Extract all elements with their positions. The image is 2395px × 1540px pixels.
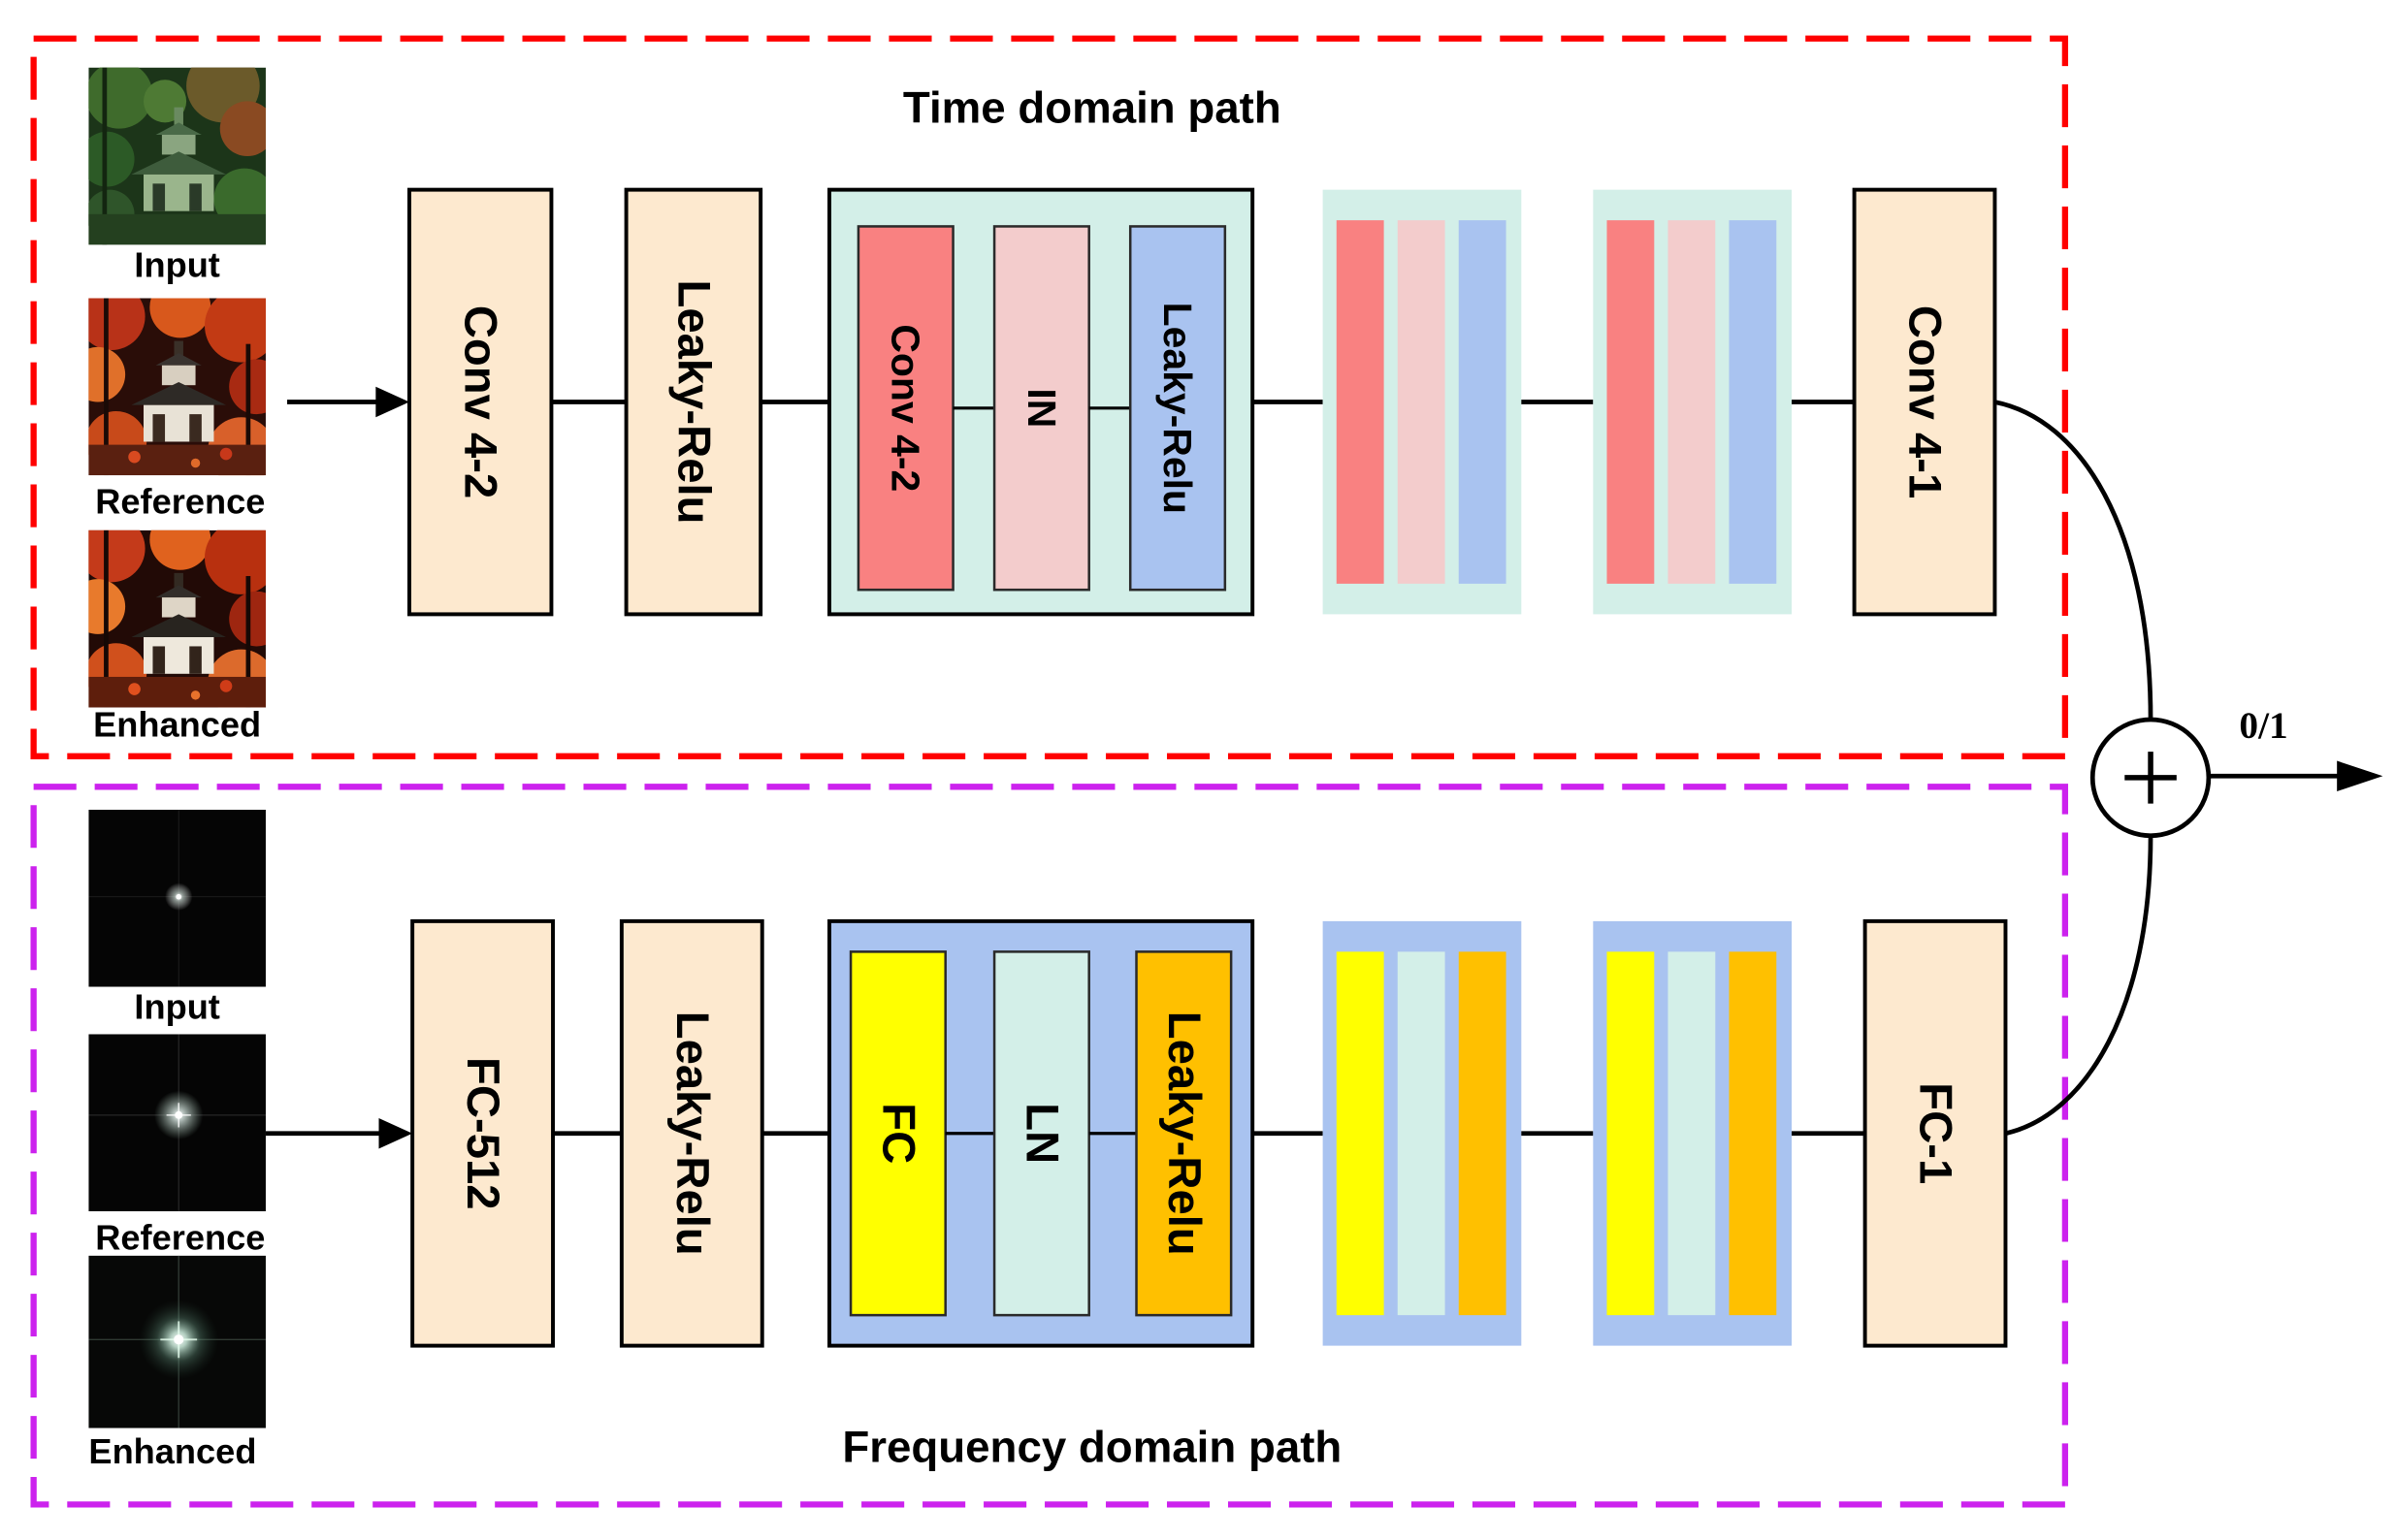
time-last-layer: Conv 4-1	[1852, 187, 1997, 617]
time-path-border	[30, 35, 2069, 759]
time-block-activation	[1128, 225, 1227, 592]
time-reference-image	[88, 298, 266, 476]
frequency-compact-block	[1593, 920, 1793, 1346]
time-compact-conv-strip	[1336, 220, 1384, 584]
time-compact-block	[1322, 189, 1522, 615]
time-reference-label: Reference	[95, 481, 265, 521]
frequency-block-norm	[992, 950, 1090, 1317]
time-input-arrow	[287, 386, 409, 418]
time-enhanced-image	[88, 529, 266, 708]
frequency-enhanced-spectrum-image	[88, 1255, 266, 1428]
time-last-layer-label: Conv 4-1	[1899, 305, 1951, 498]
frequency-compact-norm-strip	[1667, 951, 1716, 1316]
time-compact-activation-strip	[1729, 220, 1777, 584]
time-first-layer: Conv 4-2	[407, 187, 554, 617]
frequency-compact-fc-strip	[1336, 951, 1384, 1316]
frequency-activation-label: Leaky-Relu	[666, 1011, 718, 1256]
frequency-domain-path: Frequency domain path Input Reference	[30, 784, 2069, 1508]
frequency-input-label: Input	[134, 987, 219, 1027]
time-block-norm-label: IN	[1019, 388, 1064, 428]
frequency-first-layer: FC-512	[410, 918, 555, 1348]
frequency-block-activation	[1135, 950, 1233, 1317]
frequency-path-border	[30, 784, 2069, 1508]
frequency-enhanced-label: Enhanced	[88, 1431, 256, 1471]
frequency-block-fc	[849, 950, 947, 1317]
time-block-activation-label: Leaky-Relu	[1155, 303, 1200, 514]
sum-operator	[2089, 717, 2212, 839]
merge-section: 0/1	[1993, 400, 2383, 1137]
frequency-compact-fc-strip	[1606, 951, 1655, 1316]
frequency-last-layer-label: FC-1	[1910, 1082, 1961, 1184]
frequency-block-fc-label: FC	[872, 1103, 923, 1164]
time-compact-conv-strip	[1606, 220, 1655, 584]
time-detailed-block: Conv 4-2 IN Leaky-Relu	[827, 187, 1255, 617]
frequency-block-norm-label: LN	[1016, 1103, 1067, 1164]
time-domain-path: Time domain path Input	[30, 35, 2069, 759]
time-block-conv-label: Conv 4-2	[884, 324, 928, 492]
merge-curve-frequency	[2004, 835, 2153, 1137]
time-input-label: Input	[134, 244, 219, 284]
frequency-detailed-block: FC LN Leaky-Relu	[827, 918, 1255, 1348]
output-arrow	[2208, 760, 2383, 792]
time-compact-norm-strip	[1667, 220, 1716, 584]
time-input-image	[88, 67, 266, 245]
frequency-compact-activation-strip	[1729, 951, 1777, 1316]
frequency-reference-label: Reference	[95, 1217, 265, 1257]
frequency-compact-norm-strip	[1397, 951, 1445, 1316]
frequency-reference-spectrum-image	[88, 1034, 266, 1212]
time-first-layer-label: Conv 4-2	[455, 305, 506, 498]
frequency-input-spectrum-image	[88, 809, 266, 987]
frequency-activation-layer: Leaky-Relu	[619, 918, 764, 1348]
output-label: 0/1	[2239, 704, 2287, 747]
time-path-title: Time domain path	[903, 82, 1281, 132]
time-enhanced-label: Enhanced	[93, 704, 261, 744]
frequency-first-layer-label: FC-512	[457, 1057, 508, 1209]
frequency-last-layer: FC-1	[1862, 918, 2008, 1348]
frequency-compact-activation-strip	[1458, 951, 1506, 1316]
time-compact-block	[1593, 189, 1793, 615]
frequency-input-arrow	[265, 1118, 413, 1149]
frequency-path-title: Frequency domain path	[842, 1422, 1342, 1471]
merge-curve-time	[1993, 400, 2153, 721]
time-compact-activation-strip	[1458, 220, 1506, 584]
frequency-block-activation-label: Leaky-Relu	[1158, 1011, 1210, 1256]
time-activation-layer: Leaky-Relu	[624, 187, 763, 617]
time-block-norm	[992, 225, 1090, 592]
time-activation-label: Leaky-Relu	[667, 280, 719, 525]
time-compact-norm-strip	[1397, 220, 1445, 584]
frequency-compact-block	[1322, 920, 1522, 1346]
